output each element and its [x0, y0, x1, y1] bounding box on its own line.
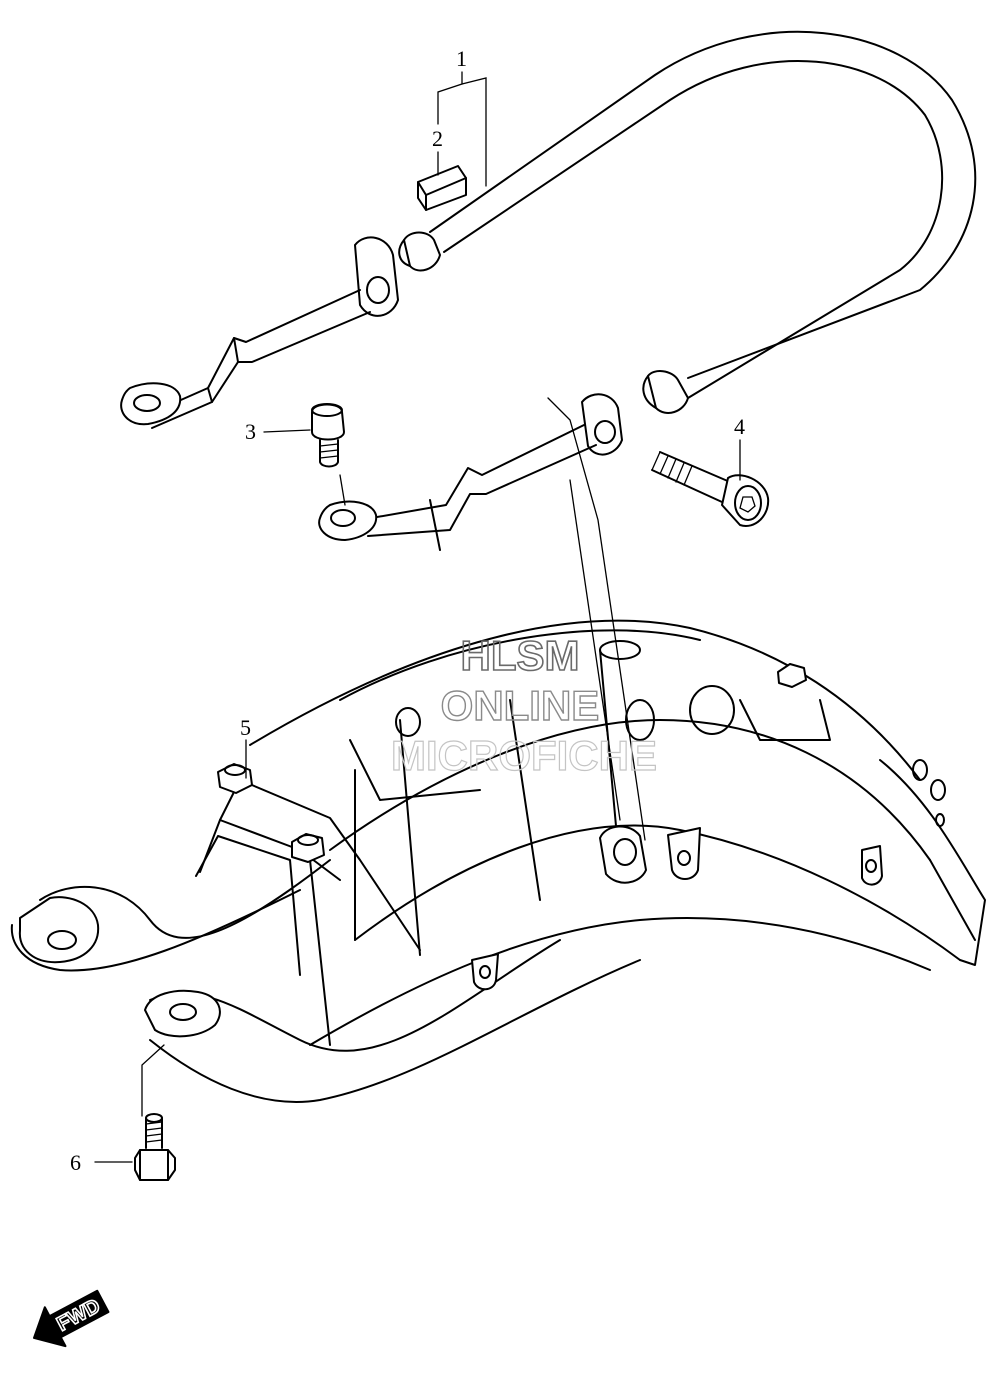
- fender-part: [10, 619, 986, 1103]
- callout-3: 3: [245, 419, 256, 444]
- bolt-part-4: [651, 451, 770, 527]
- callout-6: 6: [70, 1150, 81, 1175]
- watermark-line-2: ONLINE: [441, 682, 600, 729]
- callout-4: 4: [734, 414, 745, 439]
- callout-5: 5: [240, 715, 251, 740]
- bolt-part-6: [134, 1113, 176, 1181]
- watermark-line-3: MICROFICHE: [391, 732, 657, 779]
- callout-1: 1: [456, 46, 467, 71]
- callout-2: 2: [432, 126, 443, 151]
- leader-lines: [94, 71, 741, 1163]
- bolt-part-3: [311, 403, 346, 506]
- tag-part: [417, 165, 467, 211]
- watermark: HLSM ONLINE MICROFICHE: [390, 631, 657, 779]
- watermark-line-1: HLSM: [461, 632, 580, 679]
- forward-arrow-icon: FWD: [32, 1289, 110, 1348]
- grab-rail-part: [120, 30, 977, 841]
